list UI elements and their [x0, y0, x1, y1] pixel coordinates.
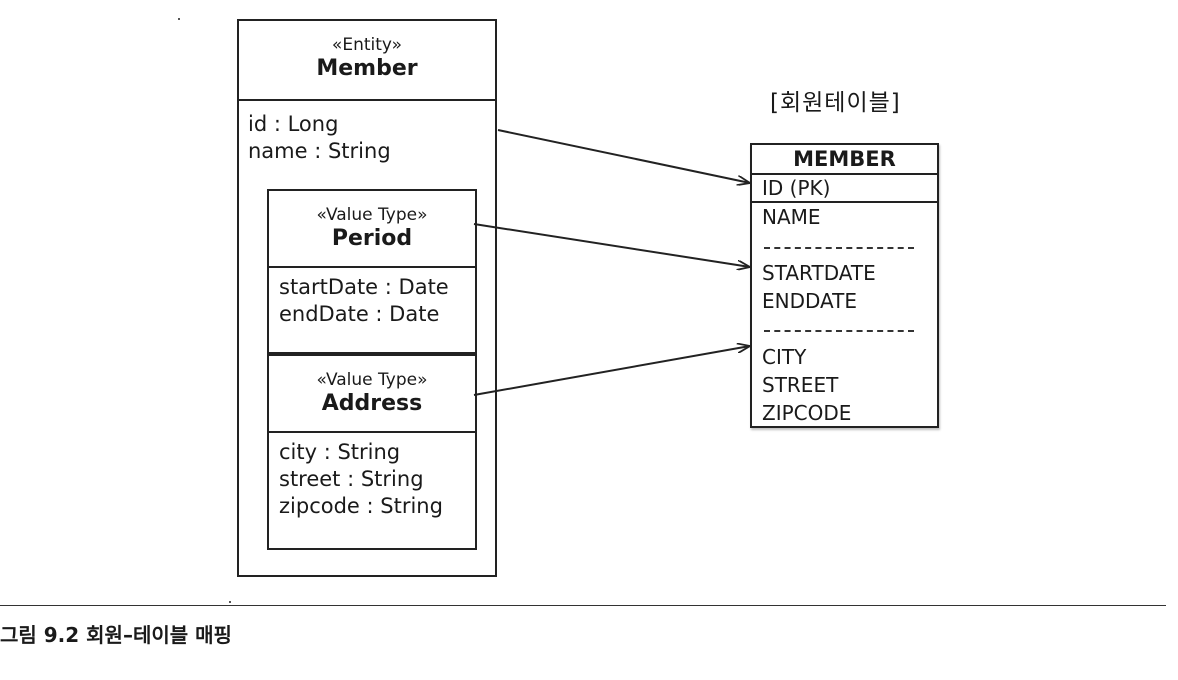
member-entity-box: «Entity» Member id : Long name : String …	[237, 19, 497, 577]
scan-speck	[178, 18, 180, 20]
address-attributes: city : String street : String zipcode : …	[279, 439, 443, 520]
table-name: MEMBER	[752, 145, 937, 175]
address-header: «Value Type» Address	[269, 356, 475, 433]
table-column-name: NAME	[762, 205, 821, 229]
address-attribute-street: street : String	[279, 467, 424, 491]
period-name: Period	[331, 226, 413, 251]
address-value-type-box: «Value Type» Address city : String stree…	[267, 354, 477, 550]
period-value-type-box: «Value Type» Period startDate : Date end…	[267, 189, 477, 354]
address-attribute-zipcode: zipcode : String	[279, 494, 443, 518]
table-title: [회원테이블]	[770, 90, 901, 116]
column-group-separator	[764, 330, 914, 332]
address-name: Address	[321, 391, 423, 416]
period-to-startdate-arrow	[473, 223, 750, 267]
member-table-box: MEMBER ID (PK) NAME STARTDATE ENDDATE CI…	[750, 143, 939, 428]
caption-divider	[0, 605, 1166, 606]
period-header: «Value Type» Period	[269, 191, 475, 268]
period-attributes: startDate : Date endDate : Date	[279, 274, 449, 328]
entity-attributes: id : Long name : String	[248, 111, 391, 165]
column-group-separator	[764, 247, 914, 249]
table-column-startdate: STARTDATE	[762, 261, 876, 285]
entity-attribute-id: id : Long	[248, 112, 339, 136]
address-stereotype: «Value Type»	[316, 370, 428, 390]
entity-stereotype: «Entity»	[331, 35, 403, 55]
figure-caption: 그림 9.2 회원–테이블 매핑	[0, 623, 232, 647]
period-stereotype: «Value Type»	[316, 205, 428, 225]
member-entity-header: «Entity» Member	[239, 21, 495, 101]
address-attribute-city: city : String	[279, 440, 401, 464]
table-pk-column: ID (PK)	[752, 173, 937, 203]
entity-name: Member	[316, 56, 418, 81]
scan-speck	[229, 601, 231, 603]
table-column-enddate: ENDDATE	[762, 289, 858, 313]
table-column-street: STREET	[762, 373, 839, 397]
table-column-city: CITY	[762, 345, 807, 369]
period-attribute-startdate: startDate : Date	[279, 275, 449, 299]
entity-attribute-name: name : String	[248, 139, 391, 163]
member-to-id-arrow	[497, 129, 750, 183]
table-column-zipcode: ZIPCODE	[762, 401, 852, 425]
period-attribute-enddate: endDate : Date	[279, 302, 440, 326]
address-to-city-arrow	[473, 346, 750, 396]
